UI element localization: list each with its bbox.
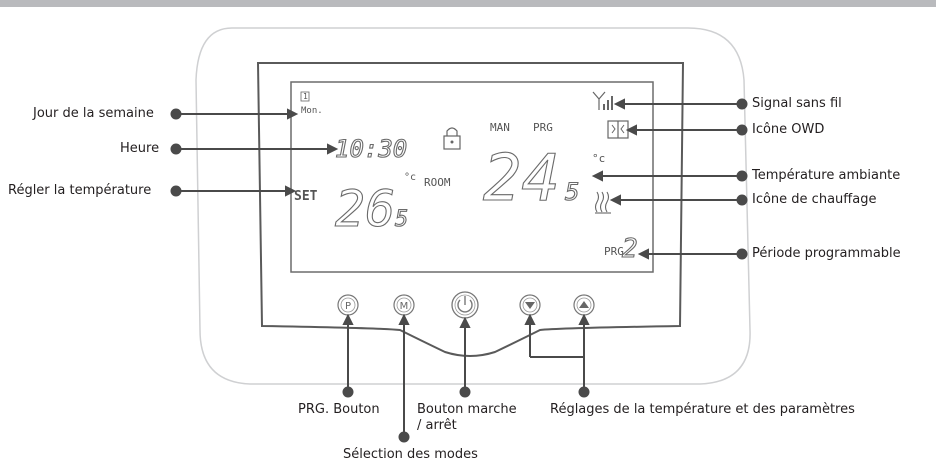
lock-icon [443,127,461,150]
set-temp-main: 26 [335,180,395,238]
mode-button: M [393,294,415,316]
signal-icon [592,91,613,110]
time-display: 10:30 [335,135,407,163]
mode-man: MAN [490,121,510,134]
label-ambient-temperature: Température ambiante [752,168,901,183]
room-temp-decimal: 5 [565,178,579,206]
prg-label: PRG [604,245,624,258]
label-power-button-2: / arrêt [417,418,457,433]
label-program-period: Période programmable [752,246,901,261]
label-day-of-week: Jour de la semaine [33,106,154,121]
down-arrow-icon [525,302,535,309]
up-arrow-icon [579,301,589,308]
day-label: Mon. [301,106,323,116]
day-index: 1 [303,92,308,101]
label-heating-icon: Icône de chauffage [752,192,877,207]
label-mode-selection: Sélection des modes [343,447,478,462]
callout-lines [170,98,748,443]
set-label: SET [294,189,318,204]
label-prg-button: PRG. Bouton [298,402,380,417]
label-wireless-signal: Signal sans fil [752,96,842,111]
mode-button-glyph: M [400,301,409,312]
prg-number: 2 [622,234,638,264]
label-time: Heure [120,141,160,156]
heating-icon [594,191,611,214]
set-temp-decimal: 5 [395,207,408,232]
label-set-temperature: Régler la température [8,183,152,198]
prg-button-glyph: P [345,301,351,312]
label-power-button-1: Bouton marche [417,402,517,417]
prg-button: P [337,294,359,316]
room-unit: °c [592,152,605,165]
room-label: ROOM [424,176,451,189]
day-index-box [300,91,310,102]
power-icon [457,299,473,313]
set-unit: °c [404,172,416,183]
label-temp-param-settings: Réglages de la température et des paramè… [550,402,855,417]
power-button [451,291,479,319]
top-bar [0,0,936,7]
up-button [573,294,595,316]
room-temp-main: 24 [483,142,560,216]
label-owd-icon: Icône OWD [752,122,825,137]
lcd-screen [290,81,654,273]
down-button [519,294,541,316]
mode-prg: PRG [533,121,553,134]
